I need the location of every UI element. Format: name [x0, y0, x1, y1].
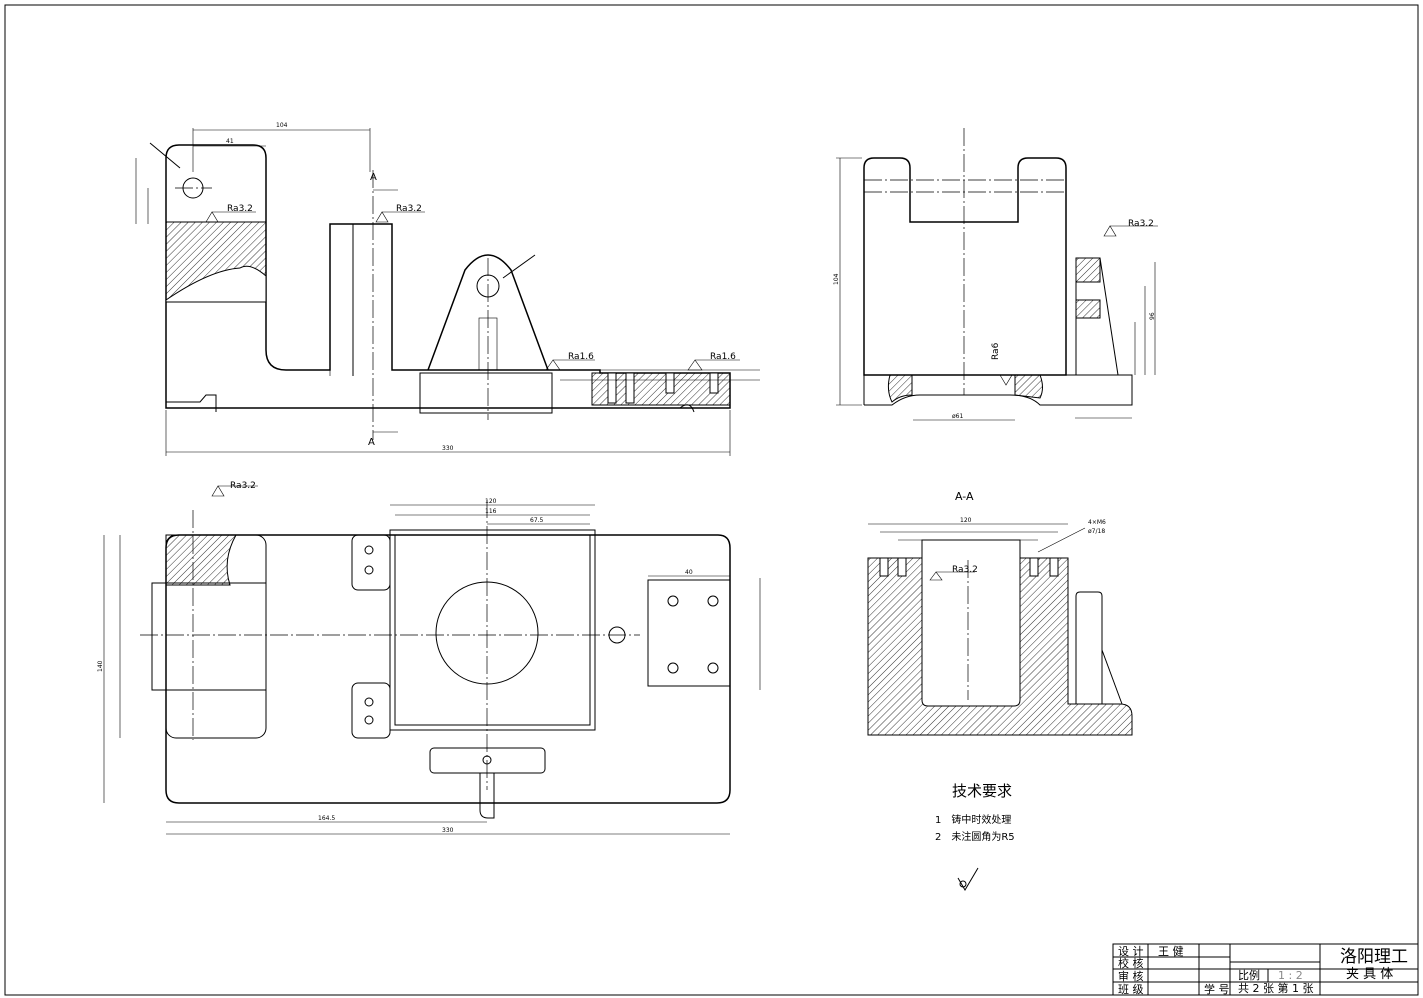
title-block-student-no-label: 学 号 — [1204, 982, 1230, 996]
title-block-part-name: 夹 具 体 — [1346, 967, 1393, 982]
dimension-text: 104 — [833, 273, 840, 285]
title-block-review-label: 审 核 — [1118, 969, 1144, 983]
section-a-a — [867, 523, 1133, 736]
cut-label-bottom: A — [368, 437, 375, 448]
title-block-design-label: 设 计 — [1118, 945, 1144, 958]
dimension-text: 67.5 — [530, 517, 544, 524]
section-label: A-A — [955, 490, 974, 503]
roughness-label: Ra3.2 — [1128, 219, 1154, 229]
tech-requirements-title: 技术要求 — [952, 782, 1012, 800]
roughness-label: Ra1.6 — [568, 352, 594, 362]
drawing-border — [4, 4, 1419, 996]
tech-requirement-item: 2 未注圆角为R5 — [935, 830, 1015, 843]
title-block-check-label: 校 核 — [1118, 956, 1144, 970]
dimension-text: 140 — [97, 660, 104, 672]
roughness-label: Ra3.2 — [952, 565, 978, 575]
roughness-label: Ra3.2 — [230, 481, 256, 491]
dimension-text: 116 — [485, 508, 497, 515]
roughness-symbol-circle — [959, 880, 967, 888]
dimension-text: ø61 — [952, 413, 963, 420]
roughness-label: Ra1.6 — [710, 352, 736, 362]
front-view — [135, 128, 760, 456]
top-view — [103, 485, 761, 835]
dimension-text: ø7/18 — [1088, 528, 1105, 535]
roughness-label: Ra3.2 — [396, 204, 422, 214]
dimension-text: 4×M6 — [1088, 519, 1106, 526]
roughness-label: Ra6 — [991, 342, 1001, 360]
title-block-scale-label: 比例 — [1238, 968, 1260, 982]
dimension-text: 104 — [276, 122, 288, 129]
tech-requirement-item: 1 铸中时效处理 — [935, 813, 1011, 826]
title-block-sheets: 共 2 张 第 1 张 — [1238, 981, 1313, 995]
title-block-company: 洛阳理工 — [1340, 947, 1408, 967]
title-block-class-label: 班 级 — [1118, 983, 1144, 996]
dimension-text: 41 — [226, 138, 234, 145]
dimension-text: 120 — [485, 498, 497, 505]
dimension-text: 330 — [442, 827, 454, 834]
dimension-text: 40 — [685, 569, 693, 576]
title-block — [1112, 943, 1419, 996]
roughness-label: Ra3.2 — [227, 204, 253, 214]
dimension-text: 164.5 — [318, 815, 335, 822]
title-block-scale-value: 1 : 2 — [1278, 969, 1303, 982]
title-block-designer: 王 健 — [1158, 945, 1184, 958]
cut-label-top: A — [370, 172, 377, 183]
side-view — [836, 128, 1158, 421]
dimension-text: 120 — [960, 517, 972, 524]
dimension-text: 96 — [1149, 312, 1156, 320]
dimension-text: 330 — [442, 445, 454, 452]
